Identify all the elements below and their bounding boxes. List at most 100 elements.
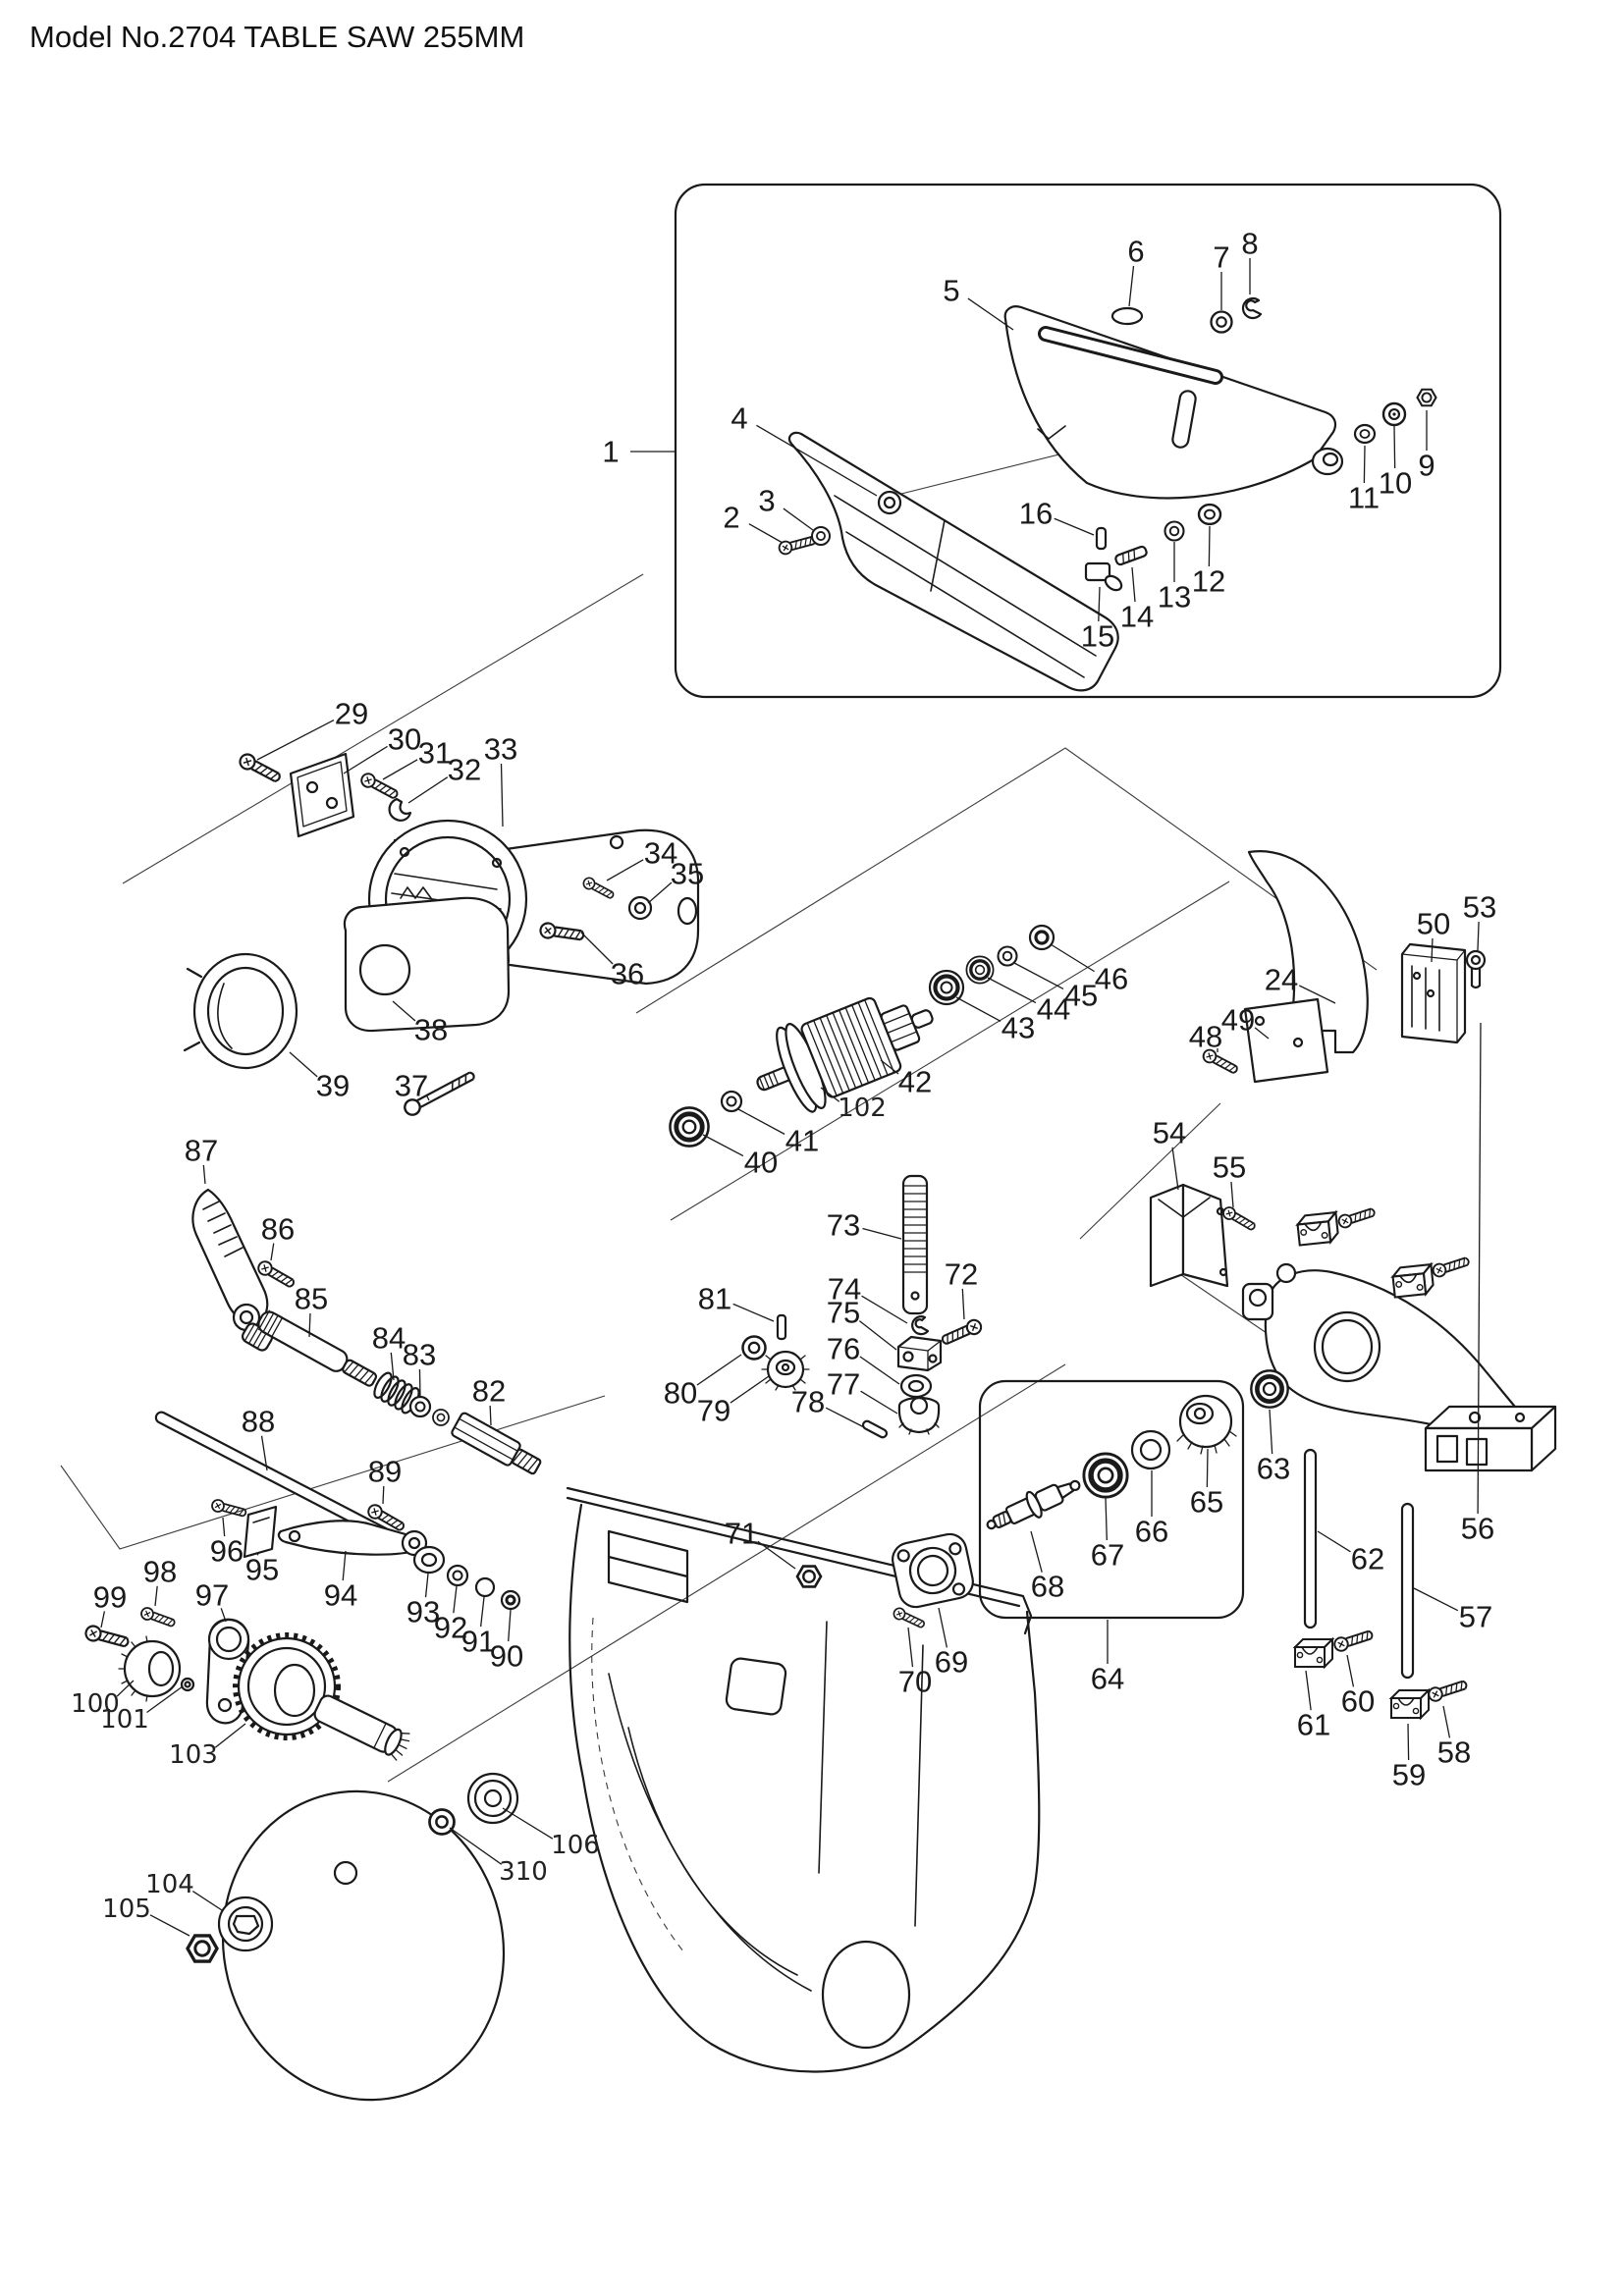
nut-9 [1416,388,1437,407]
part-label-98: 98 [143,1555,177,1589]
part-label-1: 1 [602,435,619,469]
swivel-block-75 [896,1335,943,1372]
part-label-9: 9 [1418,449,1435,483]
spring-84 [373,1371,420,1415]
clip-32 [388,797,412,822]
spindle-shaft-68 [986,1479,1081,1530]
screw-60 [1331,1627,1376,1654]
leader-line-89 [382,1485,385,1505]
screw-98 [138,1605,178,1630]
part-label-24: 24 [1265,963,1298,997]
riving-knife-group [1149,850,1487,1288]
leader-line-50 [1431,937,1434,963]
ring-46 [1028,924,1056,951]
leader-line-29 [256,720,335,761]
rod-holder-59 [1390,1689,1430,1719]
leader-line-77 [860,1390,898,1415]
part-label-91: 91 [461,1625,495,1659]
part-label-103: 103 [169,1740,218,1770]
part-label-73: 73 [827,1208,860,1243]
part-label-66: 66 [1135,1515,1168,1549]
part-label-70: 70 [898,1665,932,1699]
part-label-10: 10 [1379,466,1412,501]
leader-line-44 [987,977,1037,1004]
part-label-35: 35 [671,857,704,891]
part-label-33: 33 [484,732,517,767]
part-label-74: 74 [828,1272,861,1307]
nut-71 [795,1565,823,1588]
washer-45 [997,945,1018,967]
leader-line-103 [214,1723,246,1748]
guard-grid [787,431,1119,692]
long-screw-37 [404,1071,475,1116]
terminal-screw-a [1336,1204,1378,1230]
leader-line-39 [289,1051,318,1078]
o-ring-91 [474,1576,496,1598]
safety-cover [1003,305,1344,500]
screw-2 [777,532,818,557]
washer-41 [720,1090,743,1113]
part-label-36: 36 [611,957,644,991]
baffle-ring-39 [183,952,298,1070]
label-plate-6 [1110,306,1144,326]
part-label-59: 59 [1392,1758,1426,1792]
page-title: Model No.2704 TABLE SAW 255MM [29,20,525,54]
bearing-63 [1251,1370,1287,1407]
lock-lever-87 [191,1188,274,1352]
clamp-gear-77 [897,1396,941,1435]
brush-cap-35 [627,895,653,921]
part-label-37: 37 [395,1069,428,1103]
part-label-54: 54 [1153,1116,1186,1150]
leader-line-11 [1363,445,1366,484]
helical-gear-65 [1176,1394,1237,1455]
spacer-12 [1197,503,1222,526]
leader-line-75 [858,1320,897,1351]
bearing-43 [930,971,963,1004]
part-label-68: 68 [1031,1570,1064,1604]
part-label-106: 106 [551,1831,600,1860]
rod-holder-61 [1294,1638,1333,1668]
leader-line-3 [783,507,814,531]
adjust-rod-82 [451,1412,542,1475]
leader-line-54 [1171,1147,1179,1191]
spacer-93 [412,1545,446,1575]
part-label-100: 100 [71,1689,120,1719]
part-label-85: 85 [295,1282,328,1316]
washer-3 [811,526,831,546]
part-label-15: 15 [1081,619,1114,654]
part-label-80: 80 [664,1376,697,1411]
terminal-block-a [1295,1211,1340,1247]
part-label-67: 67 [1091,1538,1124,1573]
bearing-retainer-69 [892,1532,974,1609]
leader-line-30 [343,745,388,774]
part-label-86: 86 [261,1212,295,1247]
part-label-64: 64 [1091,1662,1124,1696]
leader-line-37 [425,1095,430,1101]
blade-case-group [1241,1204,1557,1719]
leader-line-79 [730,1375,770,1404]
c-clip-74 [911,1315,930,1336]
part-label-76: 76 [827,1332,860,1366]
part-label-32: 32 [448,753,481,787]
part-label-57: 57 [1459,1600,1492,1634]
part-label-93: 93 [406,1595,440,1629]
part-label-34: 34 [644,836,677,871]
plate-95 [243,1505,278,1559]
base-housing [566,1486,1041,2073]
motor-group [183,750,700,1116]
part-label-97: 97 [195,1578,229,1613]
leader-line-33 [500,763,504,828]
part-label-56: 56 [1461,1512,1494,1546]
leader-line-35 [647,881,673,904]
inner-flange-106 [466,1772,519,1825]
part-label-13: 13 [1158,580,1191,614]
part-label-75: 75 [827,1296,860,1330]
leader-line-31 [382,759,418,780]
base-housing-group [566,1486,1041,2073]
leader-line-104 [191,1891,223,1911]
leader-line-12 [1208,525,1211,567]
part-label-43: 43 [1001,1011,1035,1045]
washer-10 [1381,401,1407,427]
